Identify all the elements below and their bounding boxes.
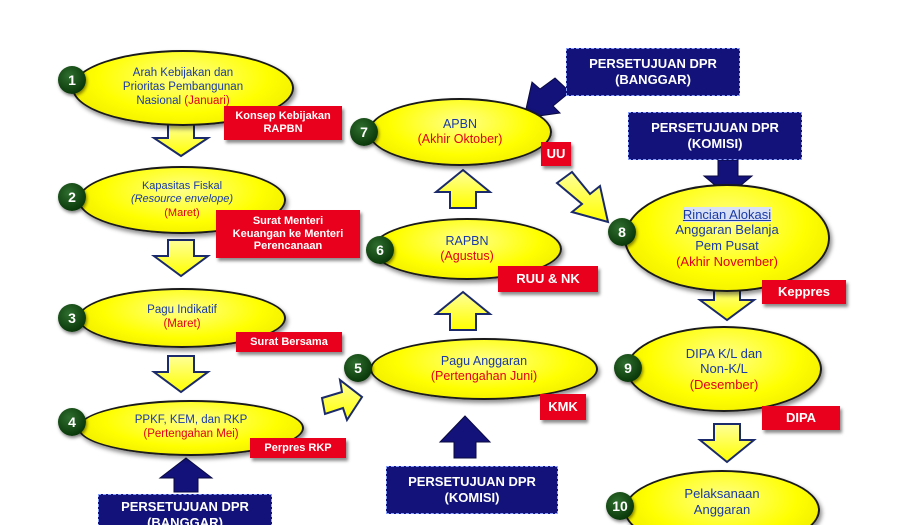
tag-surat-menteri-line-3: Perencanaan <box>253 240 323 253</box>
dpr-banggar-top-line-2: (BANGGAR) <box>615 72 691 87</box>
step-8-line-1: Rincian Alokasi <box>682 206 772 223</box>
step-7-number: 7 <box>350 118 378 146</box>
step-9-line-2: Non-K/L <box>700 361 748 377</box>
tag-uu: UU <box>541 142 571 166</box>
dpr-komisi-top-line-1: PERSETUJUAN DPR <box>651 119 779 135</box>
dpr-komisi-top-line-2: (KOMISI) <box>687 136 743 151</box>
dpr-banggar-bottom-line-2: (BANGGAR) <box>147 515 223 525</box>
step-10-number: 10 <box>606 492 634 520</box>
tag-kmk: KMK <box>540 394 586 420</box>
step-5-ellipse: Pagu Anggaran (Pertengahan Juni) <box>370 338 598 400</box>
tag-kmk-label: KMK <box>548 398 578 414</box>
tag-konsep-line-2: RAPBN <box>263 123 303 135</box>
tag-ruu-nk: RUU & NK <box>498 266 598 292</box>
arrow-7-8 <box>555 170 610 224</box>
step-10-line-1: Pelaksanaan <box>684 486 760 501</box>
step-4-line-1: PPKF, KEM, dan RKP <box>134 414 248 427</box>
dpr-banggar-bottom-box: PERSETUJUAN DPR (BANGGAR) <box>98 494 272 525</box>
step-5-line-1: Pagu Anggaran <box>440 354 528 368</box>
tag-ruu-nk-label: RUU & NK <box>516 270 580 286</box>
step-6-when: (Agustus) <box>440 249 494 263</box>
step-1-line-2: Prioritas Pembangunan <box>122 81 244 94</box>
step-5-number: 5 <box>344 354 372 382</box>
step-5-when: (Pertengahan Juni) <box>430 369 538 383</box>
tag-konsep-line-1: Konsep Kebijakan <box>235 110 331 123</box>
step-1-line-1: Arah Kebijakan dan <box>132 67 234 80</box>
step-3-when: (Maret) <box>163 318 201 330</box>
step-2-number: 2 <box>58 183 86 211</box>
step-2-when: (Maret) <box>164 206 200 219</box>
step-1-line-3-wrap: Nasional (Januari) <box>136 95 229 109</box>
arrow-9-10 <box>697 423 757 464</box>
arrow-banggar-bottom <box>158 457 214 493</box>
tag-perpres-rkp: Perpres RKP <box>250 438 346 458</box>
tag-surat-menteri-line-2: Keuangan ke Menteri <box>232 227 344 240</box>
step-7-line-1: APBN <box>442 117 478 131</box>
step-2-ellipse: Kapasitas Fiskal (Resource envelope) (Ma… <box>78 166 286 234</box>
arrow-1-2 <box>150 123 212 158</box>
dpr-komisi-bottom-line-2: (KOMISI) <box>444 490 500 505</box>
tag-uu-label: UU <box>546 145 566 161</box>
arrow-6-7 <box>433 168 493 209</box>
tag-surat-menteri: Surat Menteri Keuangan ke Menteri Perenc… <box>216 210 360 258</box>
step-9-line-1: DIPA K/L dan <box>685 345 763 361</box>
arrow-4-5 <box>320 377 364 423</box>
step-3-number: 3 <box>58 304 86 332</box>
tag-dipa-label: DIPA <box>785 409 817 425</box>
step-8-line-2: Anggaran Belanja <box>675 222 779 238</box>
step-4-when: (Pertengahan Mei) <box>143 428 239 440</box>
step-7-ellipse: APBN (Akhir Oktober) <box>368 98 552 166</box>
tag-surat-bersama-label: Surat Bersama <box>250 335 328 348</box>
dpr-komisi-bottom-line-1: PERSETUJUAN DPR <box>408 473 536 489</box>
step-1-number: 1 <box>58 66 86 94</box>
step-8-ellipse: Rincian Alokasi Anggaran Belanja Pem Pus… <box>624 184 830 292</box>
dpr-komisi-top-box: PERSETUJUAN DPR (KOMISI) <box>628 112 802 160</box>
dpr-banggar-top-box: PERSETUJUAN DPR (BANGGAR) <box>566 48 740 96</box>
step-2-line-1: Kapasitas Fiskal <box>141 180 223 193</box>
tag-keppres-label: Keppres <box>777 283 831 299</box>
step-6-number: 6 <box>366 236 394 264</box>
step-8-line-3: Pem Pusat <box>695 238 759 253</box>
step-9-when: (Desember) <box>689 376 759 392</box>
step-3-line-1: Pagu Indikatif <box>147 304 217 317</box>
arrow-komisi-bottom <box>438 415 492 459</box>
step-9-ellipse: DIPA K/L dan Non-K/L (Desember) <box>626 326 822 412</box>
tag-konsep-kebijakan: Konsep Kebijakan RAPBN <box>224 106 342 140</box>
step-6-line-1: RAPBN <box>445 234 489 248</box>
step-1-line-3: Nasional <box>136 94 182 107</box>
step-2-line-2: (Resource envelope) <box>130 193 234 206</box>
tag-keppres: Keppres <box>762 280 846 304</box>
tag-surat-bersama: Surat Bersama <box>236 332 342 352</box>
dpr-banggar-bottom-line-1: PERSETUJUAN DPR <box>121 499 249 514</box>
step-4-number: 4 <box>58 408 86 436</box>
tag-perpres-rkp-label: Perpres RKP <box>264 441 332 454</box>
tag-dipa: DIPA <box>762 406 840 430</box>
dpr-komisi-bottom-box: PERSETUJUAN DPR (KOMISI) <box>386 466 558 514</box>
tag-surat-menteri-line-1: Surat Menteri <box>252 215 324 228</box>
arrow-2-3 <box>150 239 212 278</box>
step-1-when: (Januari) <box>184 94 230 107</box>
step-7-when: (Akhir Oktober) <box>417 132 503 146</box>
dpr-banggar-top-line-1: PERSETUJUAN DPR <box>589 55 717 71</box>
step-8-number: 8 <box>608 218 636 246</box>
arrow-5-6 <box>433 290 493 331</box>
step-10-line-2: Anggaran <box>693 501 751 517</box>
step-8-when: (Akhir November) <box>676 253 778 269</box>
step-9-number: 9 <box>614 354 642 382</box>
arrow-3-4 <box>150 355 212 394</box>
